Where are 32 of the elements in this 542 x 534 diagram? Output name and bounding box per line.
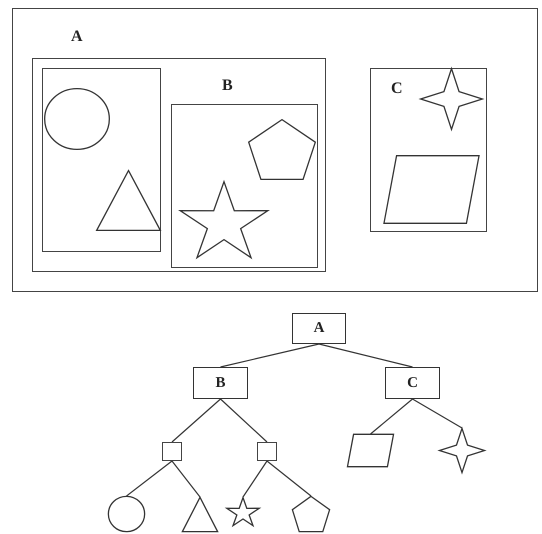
group-label: C [391, 81, 403, 97]
pentagon-shape [292, 496, 330, 532]
connector-line [126, 460, 172, 496]
group-label: A [71, 29, 83, 45]
connector-line [220, 343, 320, 368]
star-shape [226, 497, 260, 528]
group-box [162, 442, 182, 461]
parallelogram-shape [383, 155, 480, 224]
connector-line [220, 398, 268, 442]
circle-shape [108, 496, 145, 532]
connector-line [412, 398, 462, 429]
four-point-star-shape [420, 68, 483, 130]
connector-line [172, 460, 200, 498]
tree-node-box: B [193, 367, 248, 399]
four-point-star-shape [439, 428, 485, 473]
connector-line [242, 460, 268, 498]
connector-line [370, 398, 413, 434]
connector-line [172, 398, 221, 442]
group-box [42, 68, 161, 252]
circle-shape [44, 88, 110, 150]
parallelogram-shape [347, 434, 394, 467]
tree-node-box: C [385, 367, 440, 399]
pentagon-shape [248, 119, 316, 180]
connector-line [318, 343, 413, 368]
group-box [370, 68, 487, 232]
group-box [257, 442, 277, 461]
group-label: B [222, 78, 233, 94]
frame-box [12, 8, 538, 292]
tree-node-box: A [292, 313, 346, 344]
triangle-shape [96, 170, 161, 231]
triangle-shape [182, 497, 218, 532]
connector-line [266, 460, 312, 496]
